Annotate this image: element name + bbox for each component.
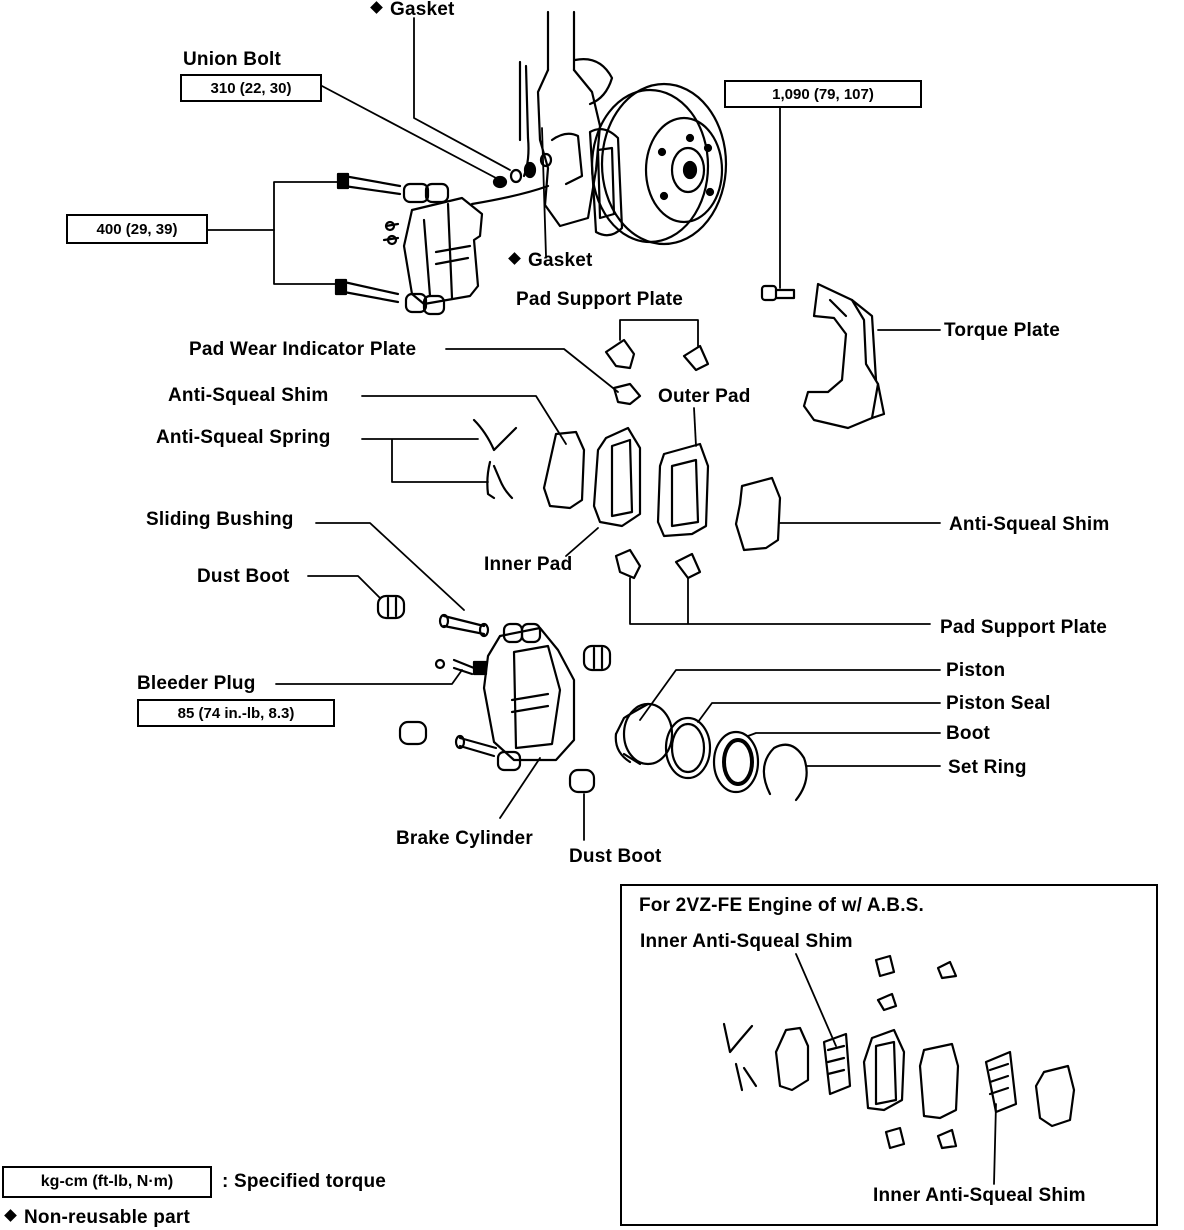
pad-support-plate-top-right (682, 344, 710, 372)
brake-cylinder-part (482, 622, 576, 772)
boot-part (712, 730, 760, 794)
inset-leader-lines (795, 953, 997, 1185)
dust-boot-left-label: Dust Boot (197, 566, 290, 587)
pad-support-plate-top-left (604, 338, 636, 370)
bolt-top (342, 174, 402, 196)
cylinder-bolt-torque-box: 400 (29, 39) (66, 214, 208, 244)
non-reusable-diamond-icon (370, 1, 383, 14)
brake-cylinder-label: Brake Cylinder (396, 828, 533, 849)
sliding-bushing-part (442, 614, 486, 636)
anti-squeal-shim-right-label: Anti-Squeal Shim (949, 514, 1110, 535)
disc-rotor (590, 82, 728, 246)
bolt-bottom (342, 280, 400, 304)
pad-support-plate-bottom-label: Pad Support Plate (940, 617, 1108, 638)
bleeder-plug-label: Bleeder Plug (137, 673, 256, 694)
gasket-mid-label: Gasket (508, 250, 593, 271)
inner-pad-part (592, 426, 642, 528)
anti-squeal-shim-left-label: Anti-Squeal Shim (168, 385, 329, 406)
torque-plate (802, 282, 886, 430)
dust-shield (588, 127, 624, 237)
legend-nonreusable: Non-reusable part (4, 1207, 190, 1228)
gasket-part-top (509, 168, 523, 184)
anti-squeal-shim-left-part (542, 430, 586, 510)
dust-boot-bottom-label: Dust Boot (569, 846, 662, 867)
outer-pad-label: Outer Pad (658, 386, 751, 407)
union-bolt-part (492, 175, 508, 189)
abs-variant-inset (620, 884, 1158, 1226)
legend-torque-desc: : Specified torque (222, 1171, 387, 1192)
piston-part (614, 702, 674, 766)
non-reusable-diamond-icon (508, 252, 521, 265)
legend-torque-box: kg-cm (ft-lb, N·m) (2, 1166, 212, 1198)
steering-knuckle (518, 10, 614, 228)
torque-plate-label: Torque Plate (944, 320, 1061, 341)
pad-support-plate-bottom-left (614, 548, 642, 580)
set-ring-label: Set Ring (948, 757, 1027, 778)
gasket-top-label: Gasket (370, 0, 455, 20)
inset-drawing (722, 954, 1076, 1150)
pad-wear-indicator-part (612, 382, 642, 406)
dust-boot-left-part (376, 594, 406, 620)
non-reusable-diamond-icon (4, 1209, 17, 1222)
anti-squeal-spring-label: Anti-Squeal Spring (156, 427, 331, 448)
piston-label: Piston (946, 660, 1006, 681)
gasket-mid-text: Gasket (528, 250, 593, 271)
piston-seal-part (664, 716, 712, 780)
outer-pad-part (656, 442, 710, 538)
inner-pad-label: Inner Pad (484, 554, 573, 575)
set-ring-part (762, 743, 808, 802)
bleeder-plug-part (434, 658, 488, 676)
gasket-part-mid (539, 152, 553, 168)
inset-title: For 2VZ-FE Engine of w/ A.B.S. (639, 895, 925, 916)
boot-label: Boot (946, 723, 991, 744)
bleeder-plug-torque-box: 85 (74 in.-lb, 8.3) (137, 699, 335, 727)
leader-lines (207, 17, 941, 841)
dust-shield-inner (596, 146, 616, 220)
inset-inner-shim-top-label: Inner Anti-Squeal Shim (640, 931, 853, 952)
inset-inner-shim-bottom-label: Inner Anti-Squeal Shim (873, 1185, 1086, 1206)
piston-seal-label: Piston Seal (946, 693, 1051, 714)
union-bolt-torque-box: 310 (22, 30) (180, 74, 322, 102)
torque-plate-bolt (760, 284, 796, 302)
torque-plate-bolt-torque-box: 1,090 (79, 107) (724, 80, 922, 108)
gasket-top-text: Gasket (390, 0, 455, 20)
pad-support-plate-bottom-right (674, 552, 702, 580)
dust-boot-bottom-part (568, 768, 596, 794)
legend-nonreusable-text: Non-reusable part (24, 1207, 190, 1228)
dust-boot-right-part (582, 644, 612, 672)
anti-squeal-shim-right-part (734, 476, 782, 552)
pad-support-plate-top-label: Pad Support Plate (516, 289, 684, 310)
union-bolt-label: Union Bolt (183, 49, 282, 70)
sliding-bushing-label: Sliding Bushing (146, 509, 294, 530)
anti-squeal-spring-1 (472, 418, 518, 452)
caliper-assembly-top (382, 182, 484, 316)
pad-wear-indicator-plate-label: Pad Wear Indicator Plate (189, 339, 417, 360)
anti-squeal-spring-2 (486, 460, 514, 500)
